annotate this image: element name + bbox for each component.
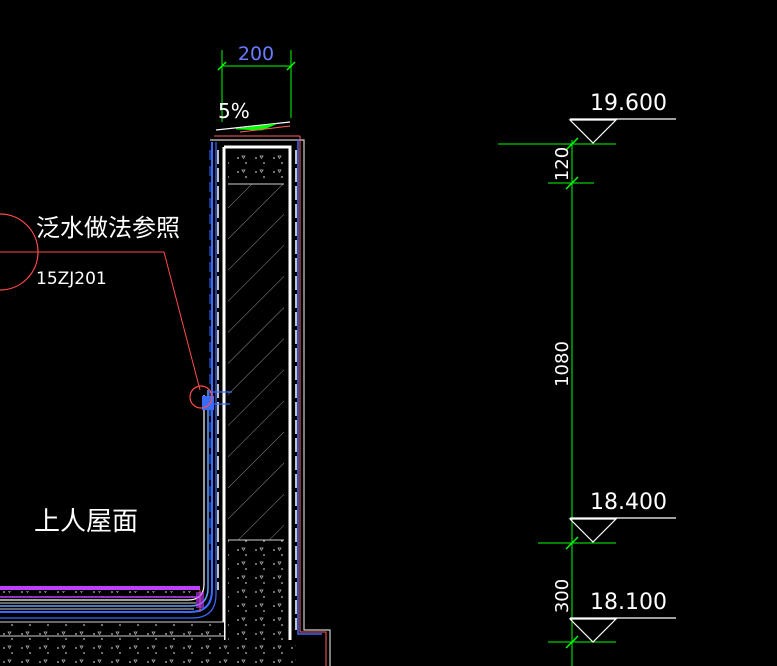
elevation-chain <box>498 137 616 666</box>
dimension-seg-top-text: 120 <box>552 147 573 181</box>
callout-line1: 泛水做法参照 <box>36 214 180 242</box>
slope-arrow <box>215 121 291 133</box>
dimension-top-width <box>217 50 296 122</box>
roof-area-label: 上人屋面 <box>34 507 138 537</box>
roof-layers <box>0 586 296 666</box>
dimension-seg-mid-text: 1080 <box>552 341 573 387</box>
slope-text: 5% <box>218 99 250 123</box>
elevation-top-text: 19.600 <box>590 91 667 116</box>
parapet-wall <box>210 135 331 666</box>
dimension-seg-low-text: 300 <box>552 579 573 613</box>
dimension-top-width-text: 200 <box>238 43 274 65</box>
elevation-marker-top <box>568 118 676 144</box>
callout-leader <box>0 213 213 409</box>
elevation-marker-mid <box>568 517 676 543</box>
elevation-marker-low <box>568 617 676 643</box>
callout-line2: 15ZJ201 <box>36 269 107 289</box>
elevation-mid-text: 18.400 <box>590 490 667 515</box>
elevation-low-text: 18.100 <box>590 590 667 615</box>
